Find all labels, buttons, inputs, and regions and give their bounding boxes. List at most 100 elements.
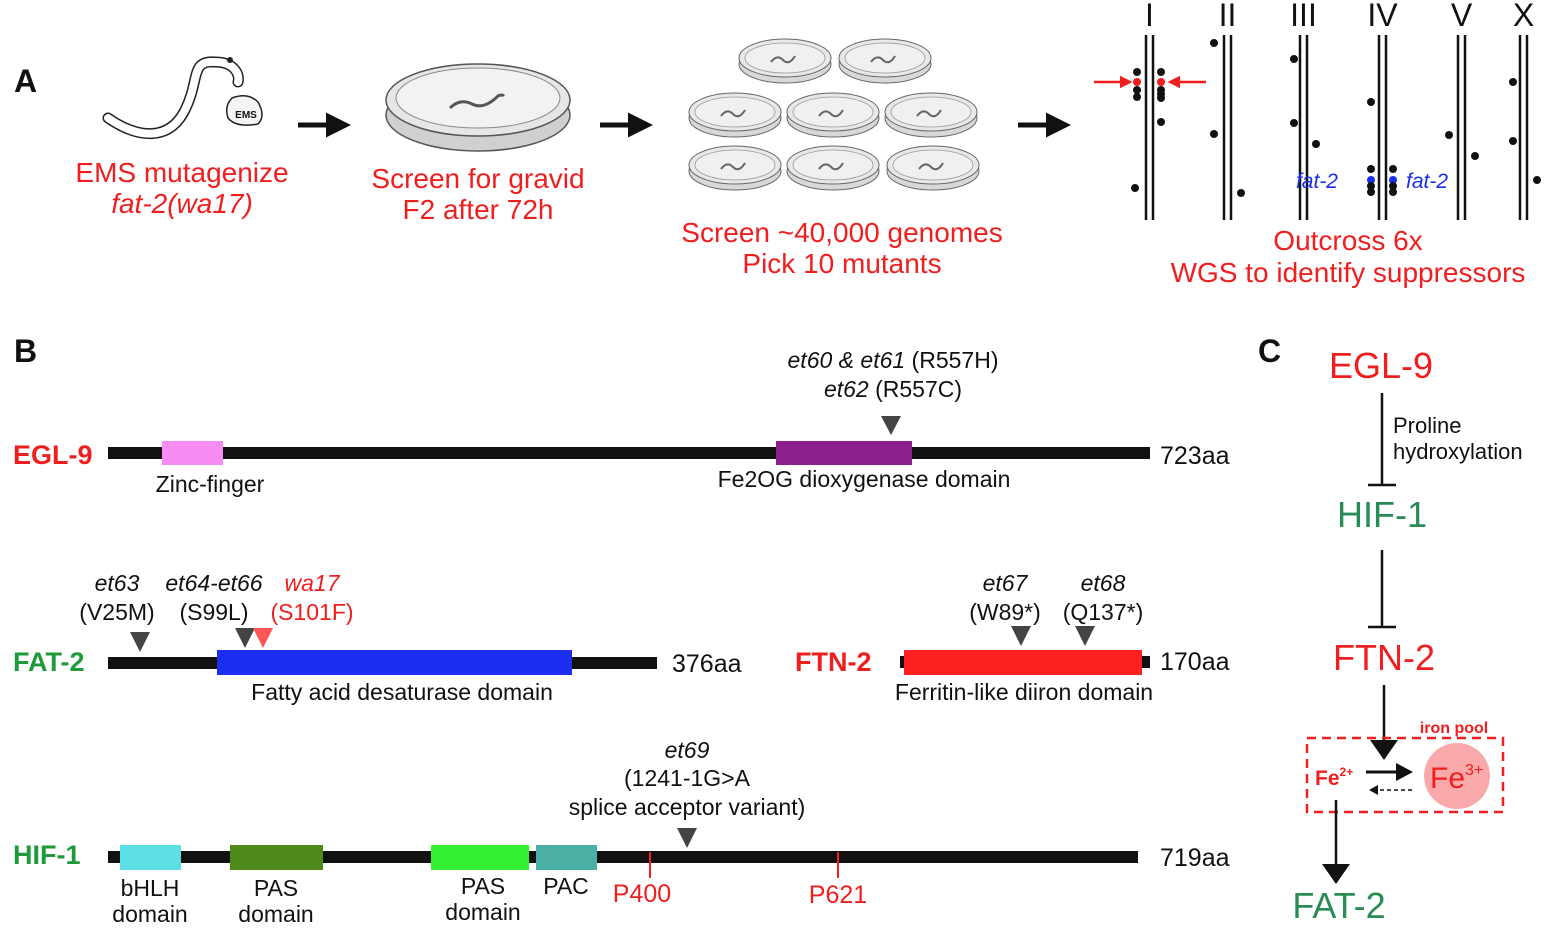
- pathway-fat2: FAT-2: [1292, 885, 1385, 926]
- fat2-marker-left: fat-2: [1296, 170, 1338, 193]
- mutation-dot: [1389, 182, 1397, 190]
- ftn2-name: FTN-2: [795, 647, 872, 677]
- pac-domain: [536, 845, 597, 870]
- mutation-dot: [1133, 93, 1141, 101]
- zinc-finger-label: Zinc-finger: [156, 471, 265, 497]
- step1-line1: EMS mutagenize: [75, 157, 288, 188]
- mutation-dot: [1445, 131, 1453, 139]
- hif1-bar: [108, 851, 1138, 863]
- arrowhead: [1370, 740, 1398, 760]
- fe2og-domain: [776, 441, 912, 465]
- chromosome-label: II: [1219, 0, 1237, 33]
- mutation-dot: [1210, 39, 1218, 47]
- panel-label-b: B: [14, 333, 37, 369]
- pas-domain-2: [431, 845, 529, 870]
- chromosome-label: V: [1451, 0, 1473, 33]
- suppressor-mutation-dot: [1133, 78, 1141, 86]
- chromosome-label: I: [1145, 0, 1154, 33]
- pas2-label: PAS: [461, 873, 505, 899]
- pac-label: PAC: [543, 873, 589, 899]
- mutation-dot: [1312, 140, 1320, 148]
- mutation-dot: [1133, 68, 1141, 76]
- mutation-dot: [1389, 188, 1397, 196]
- step3-line1: Screen ~40,000 genomes: [681, 217, 1002, 248]
- mutation-dot: [1210, 130, 1218, 138]
- et67-allele: et67: [983, 570, 1029, 596]
- mutation-triangle: [677, 828, 697, 848]
- ferritin-label: Ferritin-like diiron domain: [895, 679, 1153, 705]
- mutation-dot: [1367, 182, 1375, 190]
- ems-bag-label: EMS: [235, 110, 257, 121]
- et69-line2: (1241-1G>A: [624, 765, 751, 791]
- panel-label-a: A: [14, 63, 37, 99]
- step2-line2: F2 after 72h: [403, 194, 554, 225]
- mutation-dot: [1290, 55, 1298, 63]
- desaturase-label: Fatty acid desaturase domain: [251, 679, 553, 705]
- mutation-dot: [1157, 118, 1165, 126]
- chromosome-label: IV: [1367, 0, 1398, 33]
- mutation-triangle: [1075, 626, 1095, 646]
- mutation-dot: [1367, 188, 1375, 196]
- et63-allele: et63: [95, 570, 140, 596]
- panel-label-c: C: [1258, 333, 1281, 369]
- step4-line2: WGS to identify suppressors: [1171, 257, 1526, 288]
- desaturase-domain: [217, 650, 572, 675]
- et67-change: (W89*): [969, 599, 1041, 625]
- egl9-mutation-line1: et60 & et61 (R557H): [788, 347, 999, 373]
- edge1-label-1: Proline: [1393, 413, 1461, 438]
- egl9-bar: [108, 447, 1150, 459]
- worm-illustration: EMS: [102, 56, 263, 140]
- suppressor-mutation-dot: [1157, 78, 1165, 86]
- fat2-marker-right: fat-2: [1406, 170, 1448, 193]
- zinc-finger-domain: [162, 441, 223, 465]
- mutation-dot: [1533, 176, 1541, 184]
- mutation-dot: [1471, 152, 1479, 160]
- bhlh-label-2: domain: [112, 901, 187, 927]
- et69-line3: splice acceptor variant): [569, 794, 806, 820]
- mutation-dot: [1133, 86, 1141, 94]
- egl9-protein: EGL-9 et60 & et61 (R557H) et62 (R557C) 7…: [13, 347, 1230, 497]
- fat2-length: 376aa: [672, 650, 742, 678]
- p400-label: P400: [613, 880, 671, 908]
- mutation-dot: [1367, 165, 1375, 173]
- mutation-triangle: [881, 416, 901, 435]
- hif1-length: 719aa: [1160, 844, 1230, 872]
- fe3-label: Fe3+: [1430, 762, 1483, 795]
- p621-label: P621: [809, 881, 867, 909]
- step1-line2: fat-2(wa17): [111, 188, 253, 219]
- mutation-dot: [1367, 98, 1375, 106]
- bhlh-domain: [120, 845, 181, 870]
- mutation-triangle: [235, 628, 255, 648]
- egl9-mutation-line2: et62 (R557C): [824, 376, 962, 402]
- hif1-name: HIF-1: [13, 840, 81, 870]
- pas1-label-2: domain: [238, 901, 313, 927]
- wa17-triangle: [253, 628, 273, 648]
- ferritin-domain: [904, 650, 1142, 675]
- step2-line1: Screen for gravid: [371, 163, 584, 194]
- mutation-dot: [1157, 94, 1165, 102]
- arrowhead: [1322, 864, 1350, 884]
- chromosome-label: X: [1513, 0, 1534, 33]
- et68-allele: et68: [1081, 570, 1126, 596]
- mutation-dot: [1157, 68, 1165, 76]
- mutation-dot: [1509, 78, 1517, 86]
- pathway-ftn2: FTN-2: [1333, 637, 1435, 678]
- pas1-label: PAS: [254, 875, 298, 901]
- iron-pool-box: [1305, 736, 1505, 814]
- arrowhead: [1369, 785, 1378, 795]
- mutation-dot: [1237, 189, 1245, 197]
- step3-line2: Pick 10 mutants: [742, 248, 941, 279]
- arrowhead: [1396, 763, 1413, 781]
- et64-change: (S99L): [179, 599, 248, 625]
- mutation-dot: [1509, 137, 1517, 145]
- fat2-protein: FAT-2 et63 (V25M) et64-et66 (S99L) wa17 …: [13, 570, 742, 705]
- chromosome-label: III: [1290, 0, 1317, 33]
- egl9-length: 723aa: [1160, 442, 1230, 470]
- step4-line1: Outcross 6x: [1273, 225, 1422, 256]
- et69-allele: et69: [665, 737, 710, 763]
- et64-allele: et64-et66: [165, 570, 262, 596]
- wa17-allele: wa17: [285, 570, 341, 596]
- pas-domain-1: [230, 845, 323, 870]
- pas2-label-2: domain: [445, 899, 520, 925]
